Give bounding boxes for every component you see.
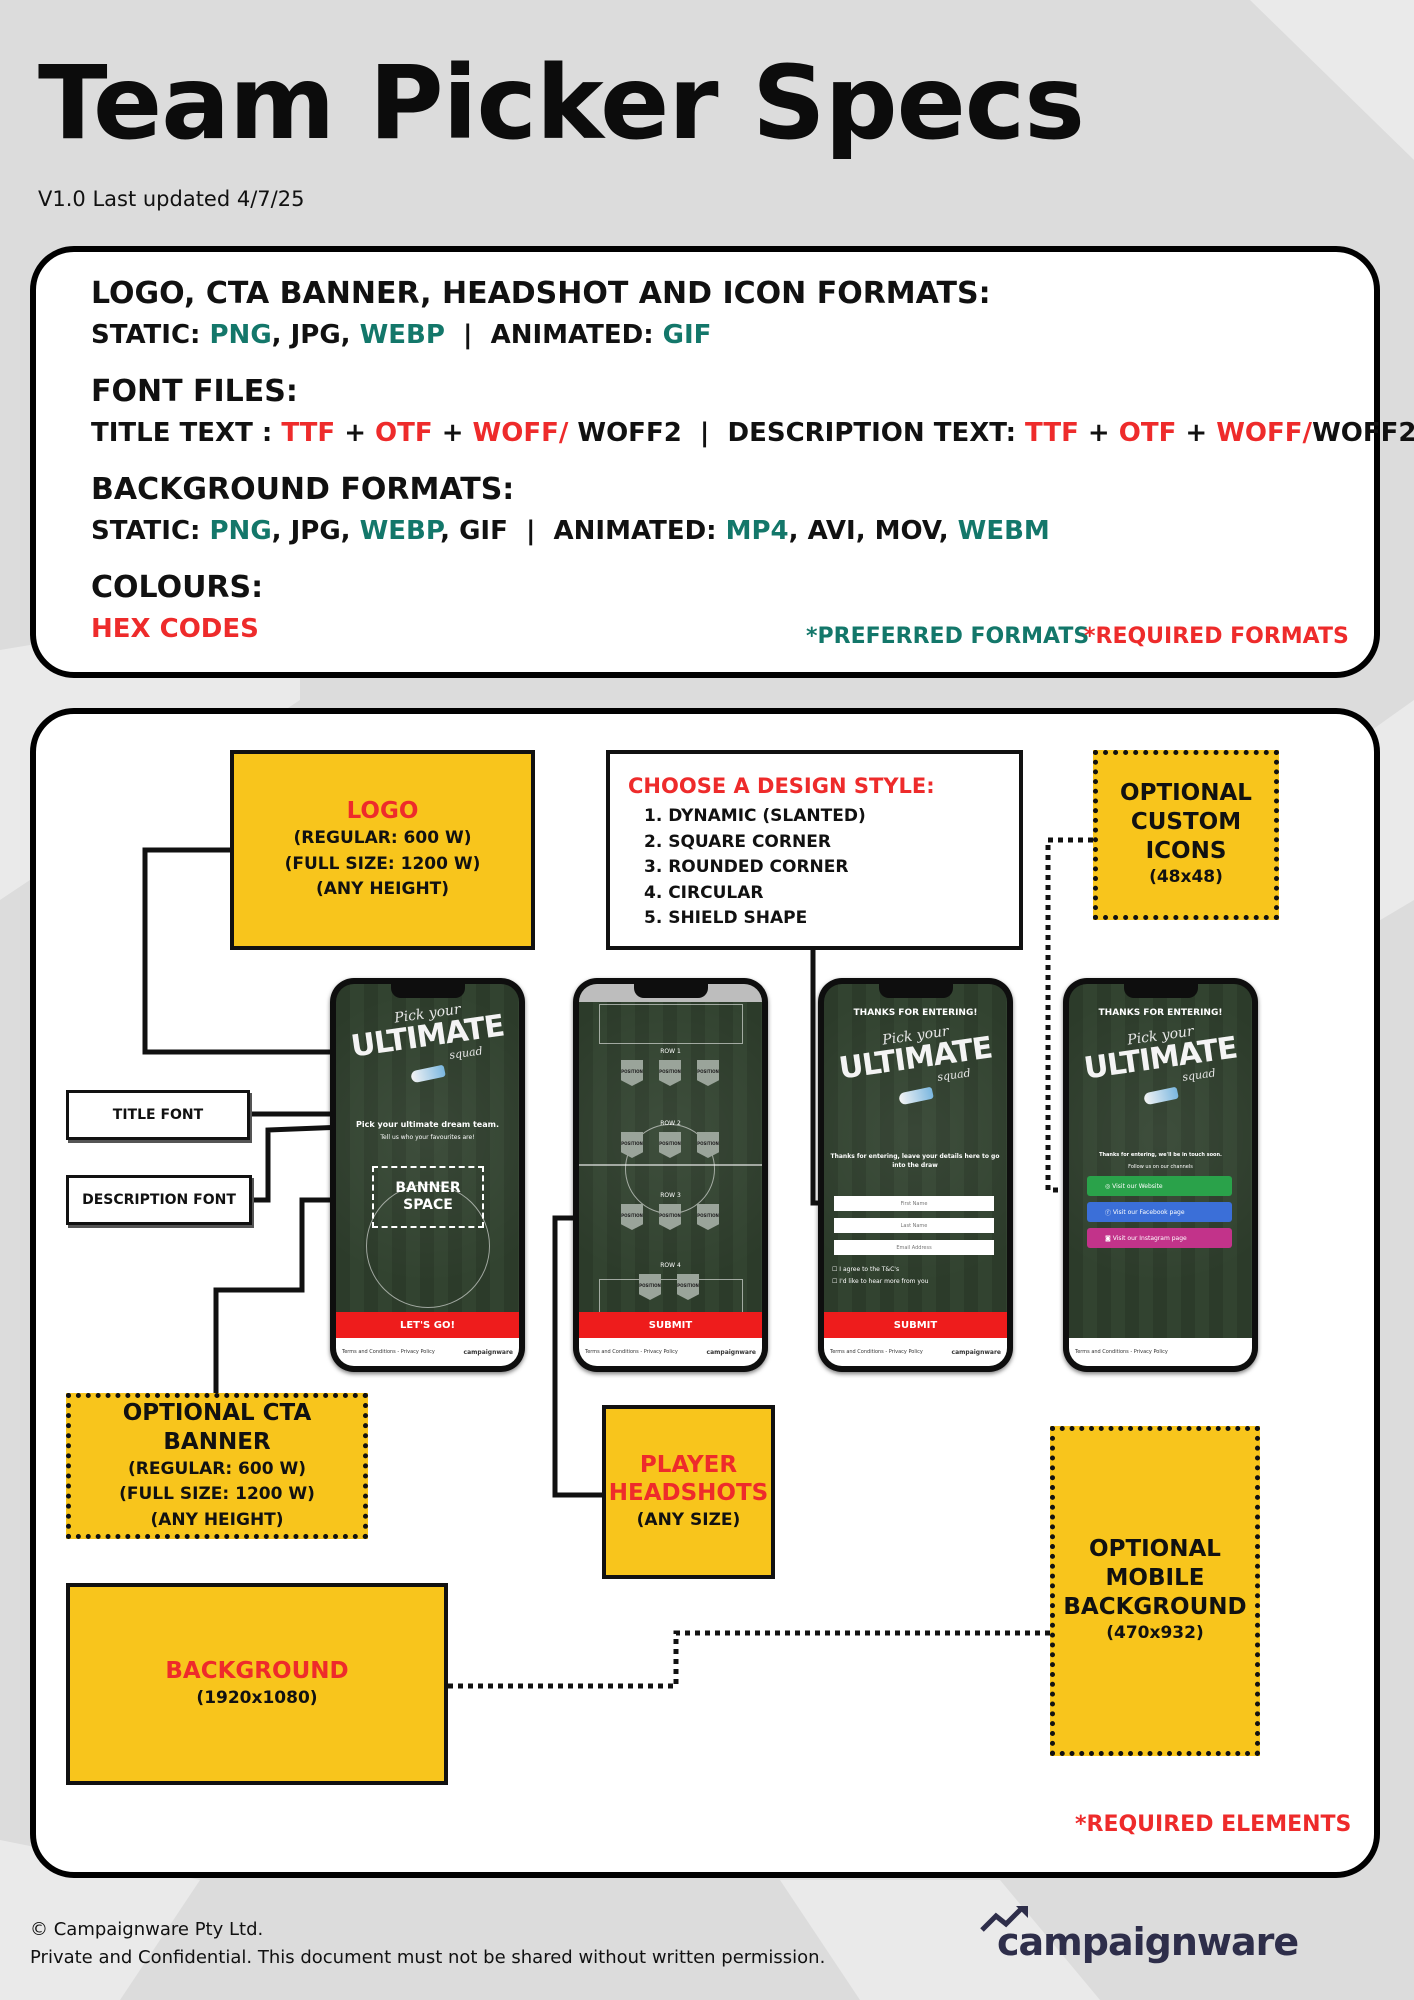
lets-go-button[interactable]: LET'S GO! [336,1312,519,1338]
row-label: ROW 4 [660,1262,681,1269]
phone-screen-landing: Pick your ULTIMATE squad Pick your ultim… [336,984,519,1366]
pitch-box-top [599,1004,743,1044]
landing-subtext: Tell us who your favourites are! [380,1134,475,1141]
position-slot[interactable]: POSITION [677,1274,699,1300]
logo-formats-line: STATIC: PNG, JPG, WEBP | ANIMATED: GIF [91,320,712,350]
colours-heading: COLOURS: [91,570,264,605]
confidential-text: Private and Confidential. This document … [30,1946,826,1968]
background-formats-heading: BACKGROUND FORMATS: [91,472,515,507]
phone-footer: Terms and Conditions - Privacy Policy ca… [336,1338,519,1366]
phone-screen-thank-you: THANKS FOR ENTERING! Pick your ULTIMATE … [1069,984,1252,1366]
phone-notch [390,984,465,998]
formats-panel: LOGO, CTA BANNER, HEADSHOT AND ICON FORM… [30,246,1414,678]
row-label: ROW 2 [660,1120,681,1127]
first-name-field[interactable]: First Name [834,1196,994,1211]
design-style-list: 1. DYNAMIC (SLANTED) 2. SQUARE CORNER 3.… [628,804,1019,932]
phone-screen-team-picker: ROW 1 POSITION POSITION POSITION ROW 2 P… [579,984,762,1366]
landing-heading: Pick your ultimate dream team. [355,1120,499,1129]
phone-mockup-entry-form: THANKS FOR ENTERING! Pick your ULTIMATE … [818,978,1013,1372]
position-slot[interactable]: POSITION [697,1204,719,1230]
required-elements-legend: *REQUIRED ELEMENTS [1075,1812,1352,1837]
phone-mockup-landing: Pick your ULTIMATE squad Pick your ultim… [330,978,525,1372]
design-style-item: 1. DYNAMIC (SLANTED) [644,806,866,826]
hex-codes-text: HEX CODES [91,614,259,644]
position-slot[interactable]: POSITION [659,1060,681,1086]
design-style-item: 2. SQUARE CORNER [644,831,831,852]
phone-footer: Terms and Conditions - Privacy Policy [1069,1338,1252,1366]
ultimate-squad-logo: Pick your ULTIMATE squad [1069,1023,1252,1106]
row-label: ROW 3 [660,1192,681,1199]
logo-formats-heading: LOGO, CTA BANNER, HEADSHOT AND ICON FORM… [91,276,991,311]
facebook-icon: ⓕ [1105,1209,1113,1217]
description-font-label: DESCRIPTION FONT [66,1175,252,1225]
legend-required: *REQUIRED FORMATS [1084,624,1349,649]
phone-notch [633,984,708,998]
position-slot[interactable]: POSITION [639,1274,661,1300]
follow-text: Follow us on our channels [1128,1164,1193,1170]
background-spec-box: BACKGROUND (1920x1080) [66,1583,448,1785]
submit-button[interactable]: SUBMIT [579,1312,762,1338]
player-headshots-spec-box: PLAYER HEADSHOTS (ANY SIZE) [602,1405,775,1579]
boot-icon [1142,1086,1179,1106]
copyright-text: © Campaignware Pty Ltd. [30,1919,264,1940]
position-slot[interactable]: POSITION [621,1060,643,1086]
ultimate-squad-logo: Pick your ULTIMATE squad [336,1001,519,1084]
phone-footer: Terms and Conditions - Privacy Policy ca… [579,1338,762,1366]
last-name-field[interactable]: Last Name [834,1218,994,1233]
background-formats-line: STATIC: PNG, JPG, WEBP, GIF | ANIMATED: … [91,516,1050,546]
instagram-icon: ◙ [1105,1234,1113,1242]
mobile-background-spec-box: OPTIONAL MOBILE BACKGROUND (470x932) [1050,1426,1260,1756]
thank-you-text: Thanks for entering, we'll be in touch s… [1099,1152,1222,1158]
design-style-item: 5. SHIELD SHAPE [644,908,808,928]
phone-mockup-thank-you: THANKS FOR ENTERING! Pick your ULTIMATE … [1063,978,1258,1372]
position-slot[interactable]: POSITION [697,1060,719,1086]
row-label: ROW 1 [660,1048,681,1055]
email-field[interactable]: Email Address [834,1240,994,1255]
position-slot[interactable]: POSITION [621,1204,643,1230]
page-title: Team Picker Specs [38,44,1085,163]
phone-screen-entry-form: THANKS FOR ENTERING! Pick your ULTIMATE … [824,984,1007,1366]
phone-notch [1123,984,1198,998]
hear-more-checkbox[interactable]: ☐ I'd like to hear more from you [832,1278,929,1285]
phone-footer: Terms and Conditions - Privacy Policy ca… [824,1338,1007,1366]
title-font-label: TITLE FONT [66,1090,250,1140]
position-slot[interactable]: POSITION [659,1132,681,1158]
custom-icons-spec-box: OPTIONAL CUSTOM ICONS (48x48) [1093,750,1279,920]
position-slot[interactable]: POSITION [697,1132,719,1158]
instagram-link[interactable]: ◙ Visit our Instagram page [1087,1228,1232,1248]
phone-notch [878,984,953,998]
footer-text: © Campaignware Pty Ltd. Private and Conf… [30,1916,825,1972]
font-files-heading: FONT FILES: [91,374,298,409]
submit-button[interactable]: SUBMIT [824,1312,1007,1338]
cta-banner-spec-box: OPTIONAL CTA BANNER (REGULAR: 600 W) (FU… [66,1393,368,1539]
thanks-heading: THANKS FOR ENTERING! [853,1008,978,1018]
campaignware-logo: campaignware [997,1920,1299,1964]
version-text: V1.0 Last updated 4/7/25 [38,187,305,211]
design-style-title: CHOOSE A DESIGN STYLE: [628,774,935,798]
design-style-box: CHOOSE A DESIGN STYLE: 1. DYNAMIC (SLANT… [606,750,1023,950]
phone-mockup-team-picker: ROW 1 POSITION POSITION POSITION ROW 2 P… [573,978,768,1372]
entry-text: Thanks for entering, leave your details … [830,1153,1000,1169]
boot-icon [897,1086,934,1106]
ultimate-squad-logo: Pick your ULTIMATE squad [824,1023,1007,1106]
legend-preferred: *PREFERRED FORMATS [806,624,1090,649]
agree-checkbox[interactable]: ☐ I agree to the T&C's [832,1266,900,1273]
thanks-heading: THANKS FOR ENTERING! [1098,1008,1223,1018]
trend-arrow-icon [980,1906,1028,1932]
position-slot[interactable]: POSITION [659,1204,681,1230]
design-style-item: 4. CIRCULAR [644,882,764,903]
facebook-link[interactable]: ⓕ Visit our Facebook page [1087,1202,1232,1222]
position-slot[interactable]: POSITION [621,1132,643,1158]
website-link[interactable]: ◎ Visit our Website [1087,1176,1232,1196]
globe-icon: ◎ [1105,1182,1113,1190]
design-style-item: 3. ROUNDED CORNER [644,857,849,877]
font-files-line: TITLE TEXT : TTF + OTF + WOFF/ WOFF2 | D… [91,418,1414,448]
boot-icon [409,1064,446,1084]
logo-spec-box: LOGO (REGULAR: 600 W) (FULL SIZE: 1200 W… [230,750,535,950]
